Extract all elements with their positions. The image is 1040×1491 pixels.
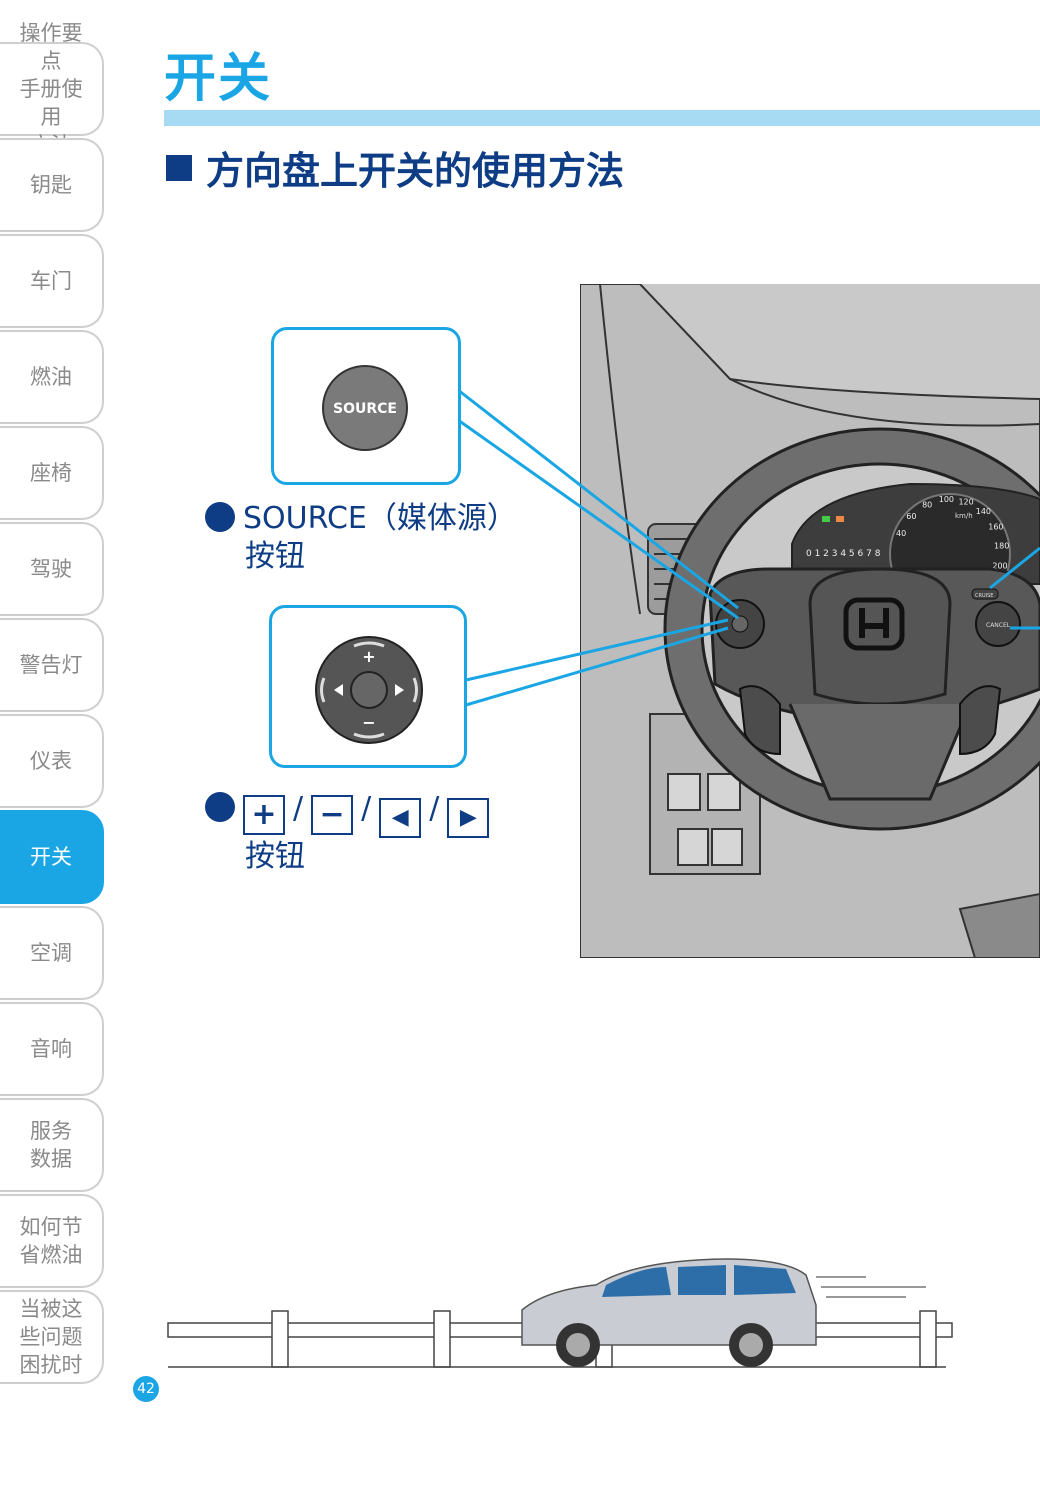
- separator-slash: /: [361, 791, 372, 826]
- sidebar-tab-label: 座椅: [30, 461, 72, 485]
- sidebar-tab-label: 空调: [30, 941, 72, 965]
- separator-slash: /: [293, 791, 304, 826]
- sidebar-tab-label: 车门: [30, 269, 72, 293]
- cruise-text: CRUISE: [975, 593, 993, 599]
- dpad-buttons-label: +/−/◀/▶ 按钮: [205, 790, 490, 876]
- source-label-line2: 按钮: [245, 539, 305, 574]
- source-label-line1: SOURCE（媒体源）: [243, 501, 517, 536]
- sidebar-tab-fuel[interactable]: 燃油: [0, 330, 104, 424]
- speed-tick-label: 80: [922, 500, 932, 509]
- sidebar-tab-label: 仪表: [30, 749, 72, 773]
- speed-tick-label: 60: [906, 512, 916, 521]
- cancel-text: CANCEL: [986, 622, 1011, 629]
- speed-tick-label: 100: [939, 495, 954, 504]
- sidebar-tab-label: 燃油: [30, 365, 72, 389]
- speed-tick-label: 140: [976, 507, 991, 516]
- bullet-dot-icon: [205, 792, 235, 822]
- page-number: 42: [133, 1376, 159, 1402]
- sidebar-tab-warning-lights[interactable]: 警告灯: [0, 618, 104, 712]
- speed-tick-label: 40: [896, 529, 906, 538]
- speed-tick-label: 180: [994, 542, 1009, 551]
- source-button-label: SOURCE（媒体源） 按钮: [205, 500, 517, 576]
- sidebar-tab-label: 驾驶: [30, 557, 72, 581]
- dpad-label-line2: 按钮: [245, 839, 305, 874]
- sidebar-tab-driving[interactable]: 驾驶: [0, 522, 104, 616]
- minus-key-icon: −: [311, 795, 354, 835]
- footer-car-illustration: [167, 1258, 953, 1368]
- sidebar-tab-climate[interactable]: 空调: [0, 906, 104, 1000]
- sidebar-tab-label: 如何节 省燃油: [19, 1215, 83, 1267]
- sidebar-tab-label: 服务 数据: [30, 1119, 72, 1171]
- sidebar-tab-label: 当被这 些问题 困扰时: [19, 1297, 83, 1377]
- source-callout: SOURCE: [271, 327, 461, 485]
- speed-tick-label: 200: [992, 561, 1007, 570]
- sidebar-tab-switches[interactable]: 开关: [0, 810, 104, 904]
- plus-key-icon: +: [243, 795, 285, 835]
- sidebar-tab-label: 音响: [30, 1037, 72, 1061]
- left-key-icon: ◀: [379, 798, 422, 838]
- source-button-icon: SOURCE: [322, 365, 408, 451]
- dpad-minus-text: −: [362, 713, 375, 732]
- sidebar-tab-troubleshooting[interactable]: 当被这 些问题 困扰时: [0, 1290, 104, 1384]
- speed-tick-label: 160: [988, 523, 1003, 532]
- sidebar-tab-label: 警告灯: [19, 653, 83, 677]
- dpad-plus-text: +: [362, 647, 375, 666]
- sidebar-tab-key[interactable]: 钥匙: [0, 138, 104, 232]
- heading-square-icon: [166, 154, 192, 181]
- sidebar-tab-service-data[interactable]: 服务 数据: [0, 1098, 104, 1192]
- sidebar-tab-label: 开关: [30, 845, 72, 869]
- title-rule: [164, 110, 1040, 126]
- sidebar-tab-seats[interactable]: 座椅: [0, 426, 104, 520]
- speed-unit-text: km/h: [955, 512, 973, 520]
- source-button-text: SOURCE: [333, 401, 397, 417]
- sidebar-tab-instruments[interactable]: 仪表: [0, 714, 104, 808]
- speed-tick-label: 120: [958, 498, 973, 507]
- sidebar-tab-audio[interactable]: 音响: [0, 1002, 104, 1096]
- section-heading: 方向盘上开关的使用方法: [166, 140, 624, 195]
- sidebar-tab-label: 钥匙: [30, 173, 72, 197]
- separator-slash: /: [429, 791, 440, 826]
- bullet-dot-icon: [205, 502, 235, 532]
- sidebar-tab-doors[interactable]: 车门: [0, 234, 104, 328]
- dpad-control-icon: + −: [315, 636, 423, 744]
- cluster-digits-text: 0 1 2 3 4 5 6 7 8: [806, 549, 881, 559]
- right-key-icon: ▶: [447, 798, 490, 838]
- page-title: 开关: [164, 49, 273, 109]
- section-heading-text: 方向盘上开关的使用方法: [206, 149, 625, 193]
- dpad-callout: + −: [269, 605, 467, 768]
- sidebar-tab-fuel-saving[interactable]: 如何节 省燃油: [0, 1194, 104, 1288]
